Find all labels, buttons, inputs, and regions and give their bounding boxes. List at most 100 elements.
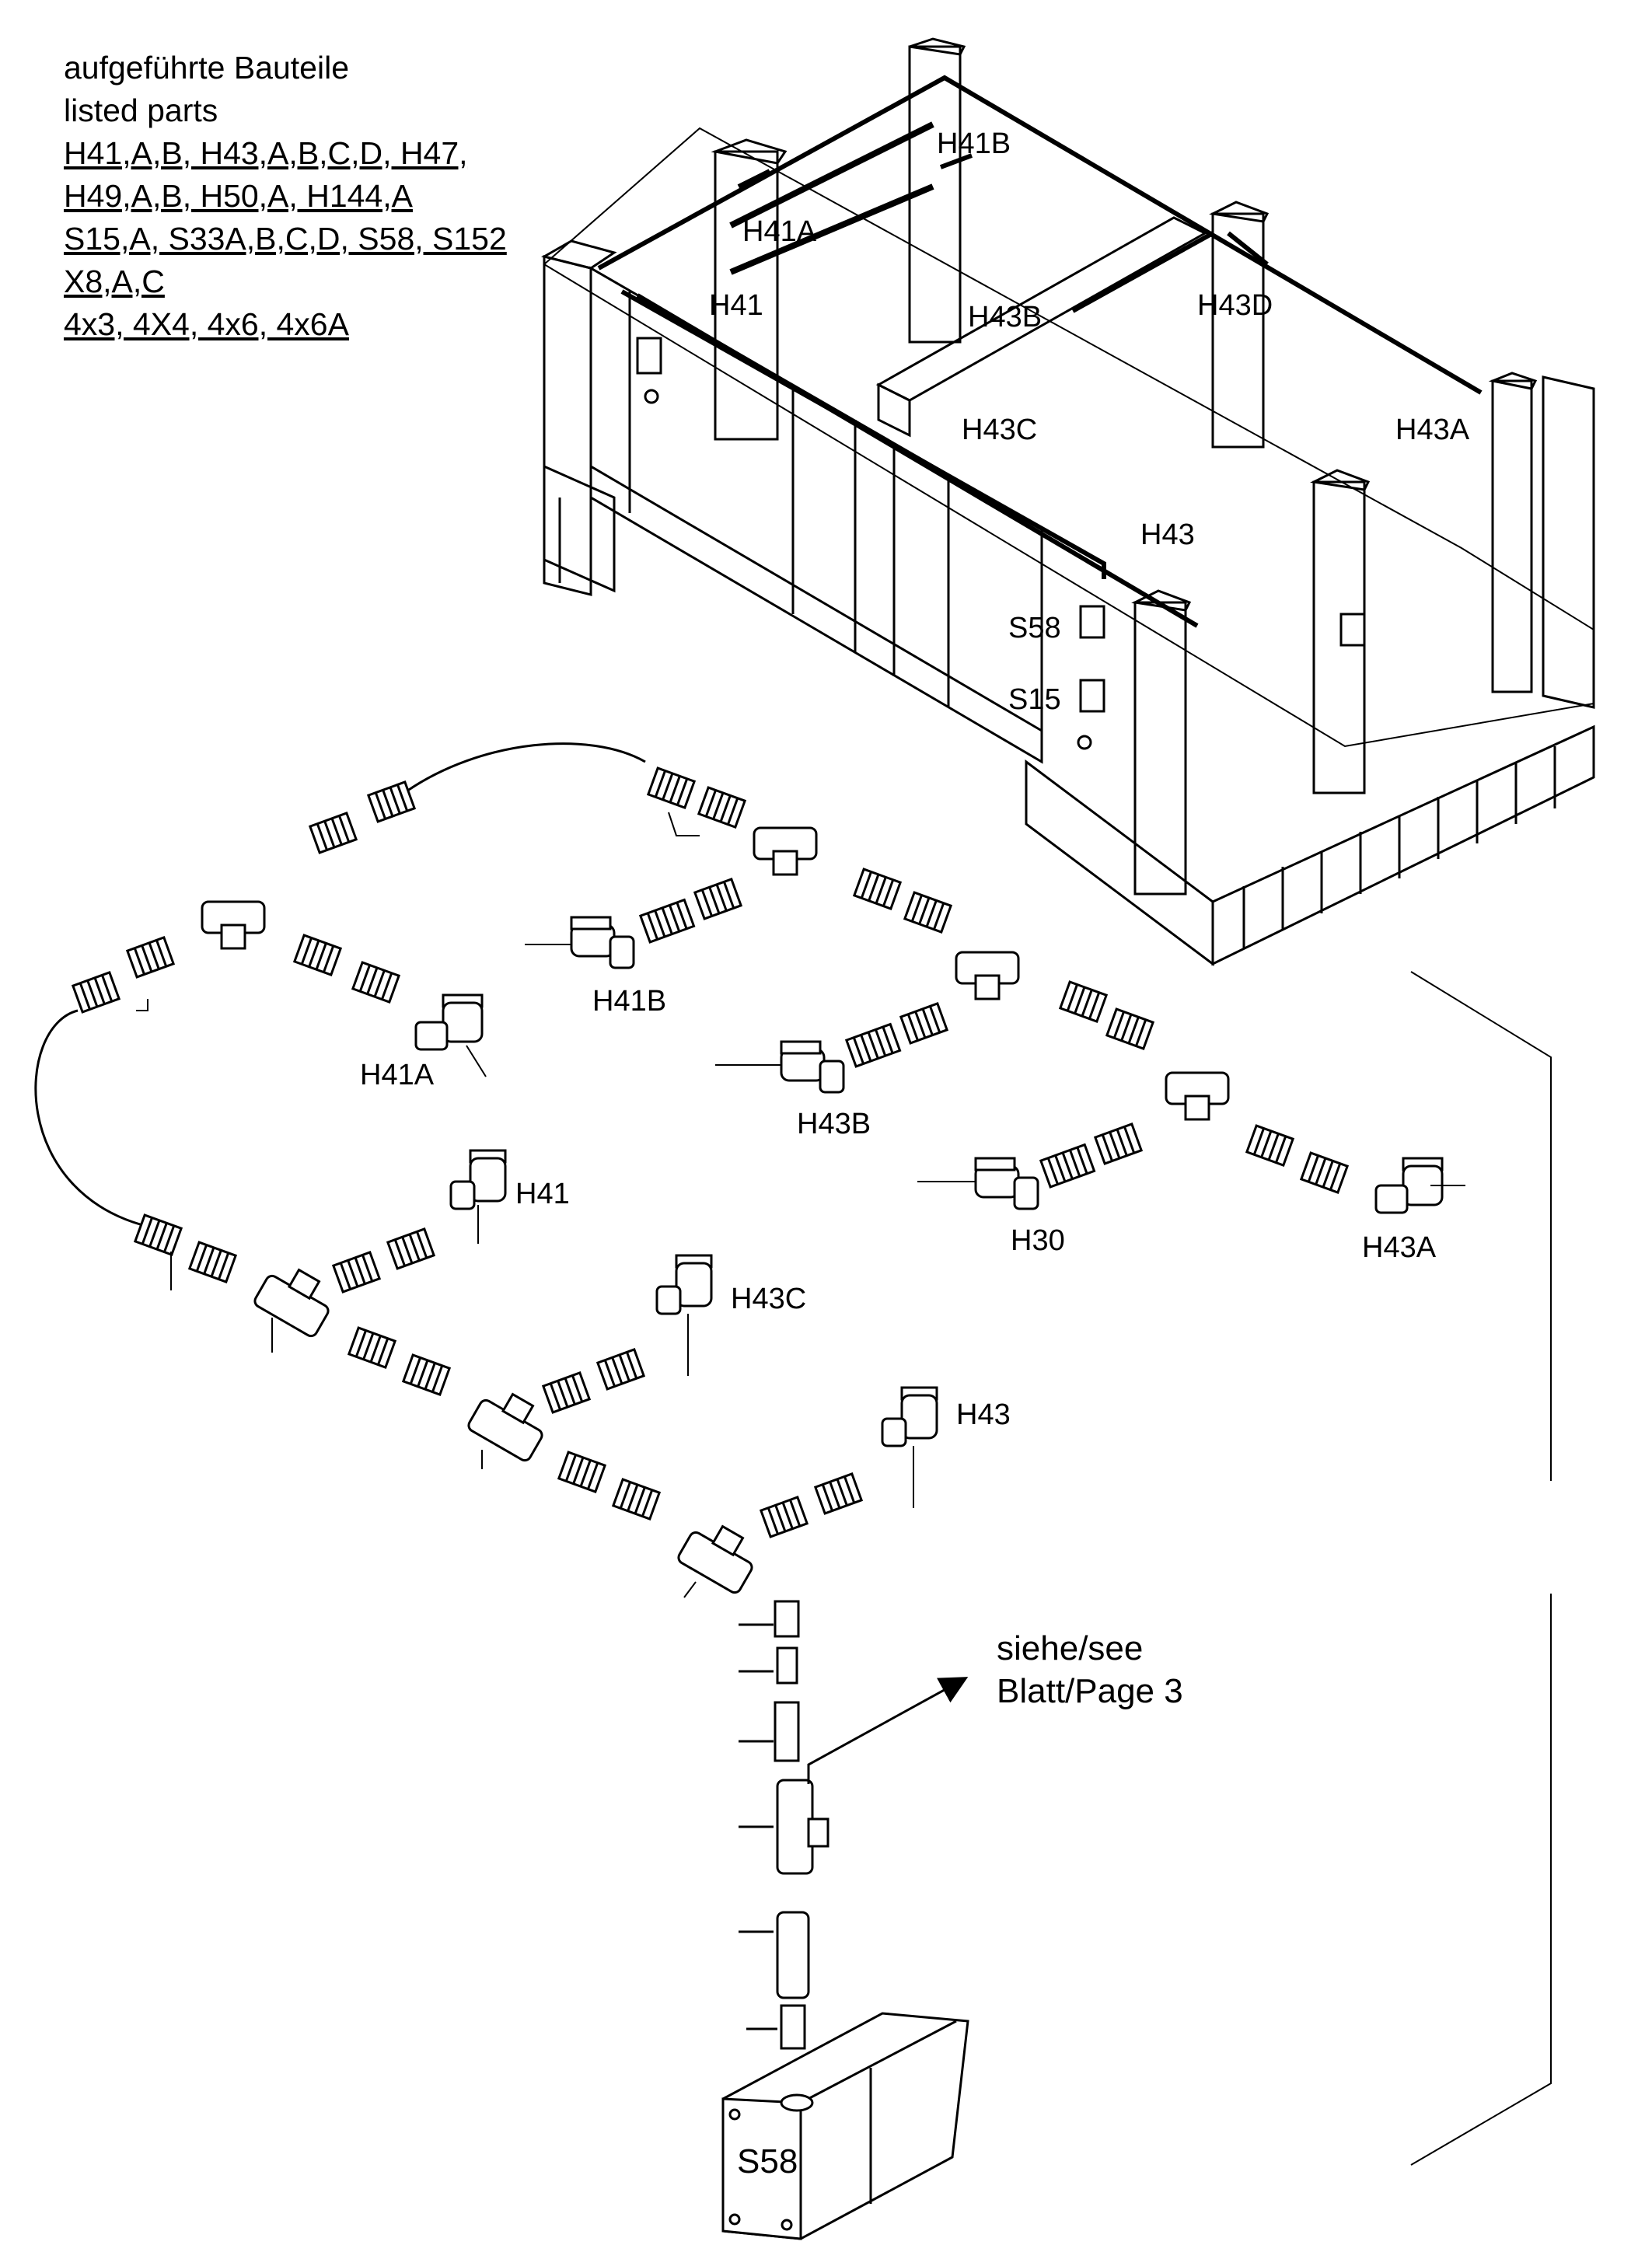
tee-4 — [1165, 1071, 1230, 1121]
hose-label-h41b: H41B — [592, 985, 666, 1018]
coupling-6 — [71, 971, 121, 1014]
elbow-h41 — [449, 1149, 507, 1210]
parts-line-4: X8,A,C — [64, 264, 165, 299]
coupling-2 — [697, 786, 747, 829]
hose-label-h43b: H43B — [797, 1108, 871, 1140]
hose-label-h43a: H43A — [1362, 1231, 1437, 1264]
tee-fittings — [201, 826, 1230, 1594]
coupling-9 — [852, 868, 903, 910]
title-german: aufgeführte Bauteile — [64, 50, 349, 86]
machine-label-h41: H41 — [709, 289, 763, 322]
coupling-29 — [557, 1451, 607, 1493]
title-english: listed parts — [64, 93, 218, 128]
coupling-4 — [308, 812, 358, 854]
tee-5 — [253, 1268, 330, 1338]
machine-hose-routes — [597, 75, 1483, 628]
s15-valve-box — [1079, 679, 1105, 713]
reference-line-1: siehe/see — [997, 1629, 1143, 1667]
machine-label-h41b: H41B — [937, 127, 1011, 160]
coupling-19 — [1039, 1143, 1096, 1189]
s58-valve-box — [1079, 605, 1105, 639]
coupling-3 — [366, 780, 417, 823]
coupling-18 — [1299, 1151, 1350, 1194]
elbow-h43c — [655, 1254, 713, 1315]
hose-label-h43: H43 — [956, 1398, 1011, 1431]
coupling-8 — [351, 961, 401, 1004]
machine-frame — [541, 37, 1595, 966]
coupling-10 — [903, 891, 953, 934]
elbow-h43b — [780, 1040, 845, 1094]
machine-label-h43c: H43C — [962, 414, 1037, 446]
hose-connections — [34, 742, 646, 1230]
coupling-24 — [386, 1227, 436, 1270]
machine-components — [636, 337, 1366, 750]
reference-line-2: Blatt/Page 3 — [997, 1672, 1183, 1710]
machine-label-h43: H43 — [1140, 518, 1195, 551]
coupling-31 — [759, 1496, 809, 1538]
coupling-11 — [638, 898, 696, 944]
hose-label-h41: H41 — [515, 1178, 570, 1210]
hose-label-h30: H30 — [1011, 1224, 1065, 1257]
coupling-17 — [1245, 1124, 1295, 1167]
coupling-23 — [331, 1251, 382, 1294]
tee-6 — [467, 1392, 543, 1462]
coupling-7 — [292, 934, 343, 976]
coupling-25 — [347, 1326, 397, 1369]
coupling-27 — [541, 1371, 592, 1414]
tee-7 — [677, 1524, 753, 1594]
junction-box — [636, 337, 662, 375]
tee-3 — [955, 951, 1020, 1000]
page-bracket — [1410, 971, 1552, 2166]
machine-label-h43a: H43A — [1395, 414, 1470, 446]
parts-line-3: S15,A, S33A,B,C,D, S58, S152 — [64, 221, 507, 257]
riser-valve-body — [776, 1779, 814, 1875]
riser-nipple — [774, 1701, 800, 1762]
elbow-h41b — [570, 916, 635, 969]
coupling-15 — [844, 1022, 902, 1068]
parts-line-2: H49,A,B, H50,A, H144,A — [64, 178, 413, 214]
elbow-h30 — [974, 1157, 1039, 1210]
leader-lines — [136, 812, 1465, 1598]
coupling-28 — [595, 1348, 646, 1391]
machine-label-h43b: H43B — [968, 301, 1042, 333]
coupling-5 — [125, 936, 176, 979]
machine-label-s15: S15 — [1008, 683, 1061, 716]
coupling-16 — [899, 1002, 949, 1045]
coupling-13 — [1058, 980, 1109, 1023]
riser-coupling-1 — [774, 1600, 800, 1638]
coupling-30 — [611, 1478, 662, 1521]
tank-label: S58 — [737, 2142, 798, 2180]
right-junction-box — [1339, 613, 1366, 647]
coupling-22 — [187, 1241, 238, 1283]
machine-label-group: H41B H41A H41 H43B H43D H43C H43A H43 S5… — [709, 127, 1470, 716]
machine-label-h43d: H43D — [1197, 289, 1273, 322]
coupling-21 — [133, 1213, 183, 1256]
hose-label-h41a: H41A — [360, 1059, 435, 1091]
tank — [721, 2012, 969, 2240]
machine-label-h41a: H41A — [742, 215, 817, 248]
hose-couplings — [71, 766, 1350, 1538]
parts-line-1: H41,A,B, H43,A,B,C,D, H47, — [64, 135, 468, 171]
coupling-32 — [813, 1472, 864, 1515]
listed-parts-header: aufgeführte Bauteile listed parts H41,A,… — [64, 47, 507, 346]
elbow-h41a — [414, 993, 484, 1051]
elbow-h43 — [881, 1386, 938, 1447]
coupling-12 — [693, 878, 743, 920]
riser-bottom-nipple — [780, 2004, 806, 2050]
riser-valve-port — [807, 1817, 829, 1848]
reference-arrow — [807, 1677, 969, 1784]
coupling-26 — [401, 1353, 452, 1396]
tee-1 — [201, 900, 266, 950]
parts-line-5: 4x3, 4X4, 4x6, 4x6A — [64, 306, 349, 342]
coupling-14 — [1105, 1007, 1155, 1050]
riser-lower-coupling — [776, 1911, 810, 1999]
riser-assembly — [739, 1600, 829, 2050]
machine-label-s58: S58 — [1008, 612, 1061, 644]
coupling-1 — [646, 766, 697, 809]
coupling-20 — [1093, 1123, 1144, 1165]
tee-2 — [753, 826, 818, 876]
riser-coupling-2 — [776, 1646, 798, 1685]
hose-label-group: H41B H41A H43B H30 H43A H41 H43C H43 — [360, 985, 1437, 1431]
hose-label-h43c: H43C — [731, 1283, 806, 1315]
